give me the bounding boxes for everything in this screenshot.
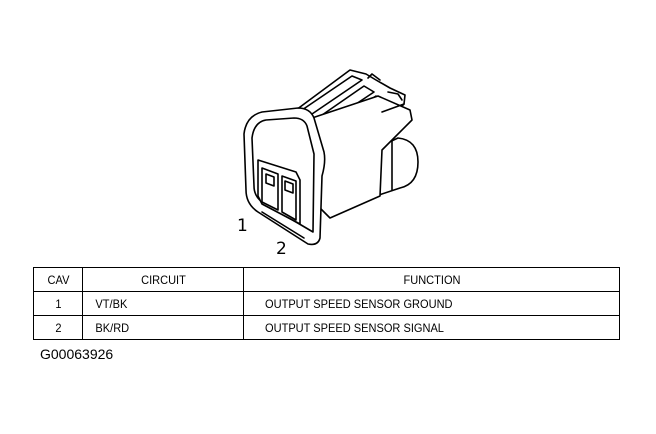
cell-function: OUTPUT SPEED SENSOR SIGNAL: [258, 315, 605, 340]
table-row: 2 BK/RD OUTPUT SPEED SENSOR SIGNAL: [34, 315, 620, 340]
cell-circuit: VT/BK: [88, 291, 238, 316]
pin-2-label: 2: [276, 239, 287, 259]
header-function: FUNCTION: [258, 267, 605, 292]
figure-id: G00063926: [40, 346, 114, 362]
cell-function: OUTPUT SPEED SENSOR GROUND: [258, 291, 605, 316]
table-header-row: CAV CIRCUIT FUNCTION: [34, 267, 620, 292]
table-row: 1 VT/BK OUTPUT SPEED SENSOR GROUND: [34, 291, 620, 316]
cell-cav: 1: [34, 291, 82, 316]
pin-1-label: 1: [237, 216, 248, 236]
cell-circuit: BK/RD: [88, 315, 238, 340]
cavity-1: [261, 167, 279, 211]
header-cav: CAV: [34, 267, 82, 292]
connector-side-boss: [371, 137, 419, 197]
pinout-table: CAV CIRCUIT FUNCTION 1 VT/BK OUTPUT SPEE…: [33, 267, 620, 340]
header-circuit: CIRCUIT: [88, 267, 238, 292]
cell-cav: 2: [34, 315, 82, 340]
connector-drawing: [243, 69, 419, 246]
